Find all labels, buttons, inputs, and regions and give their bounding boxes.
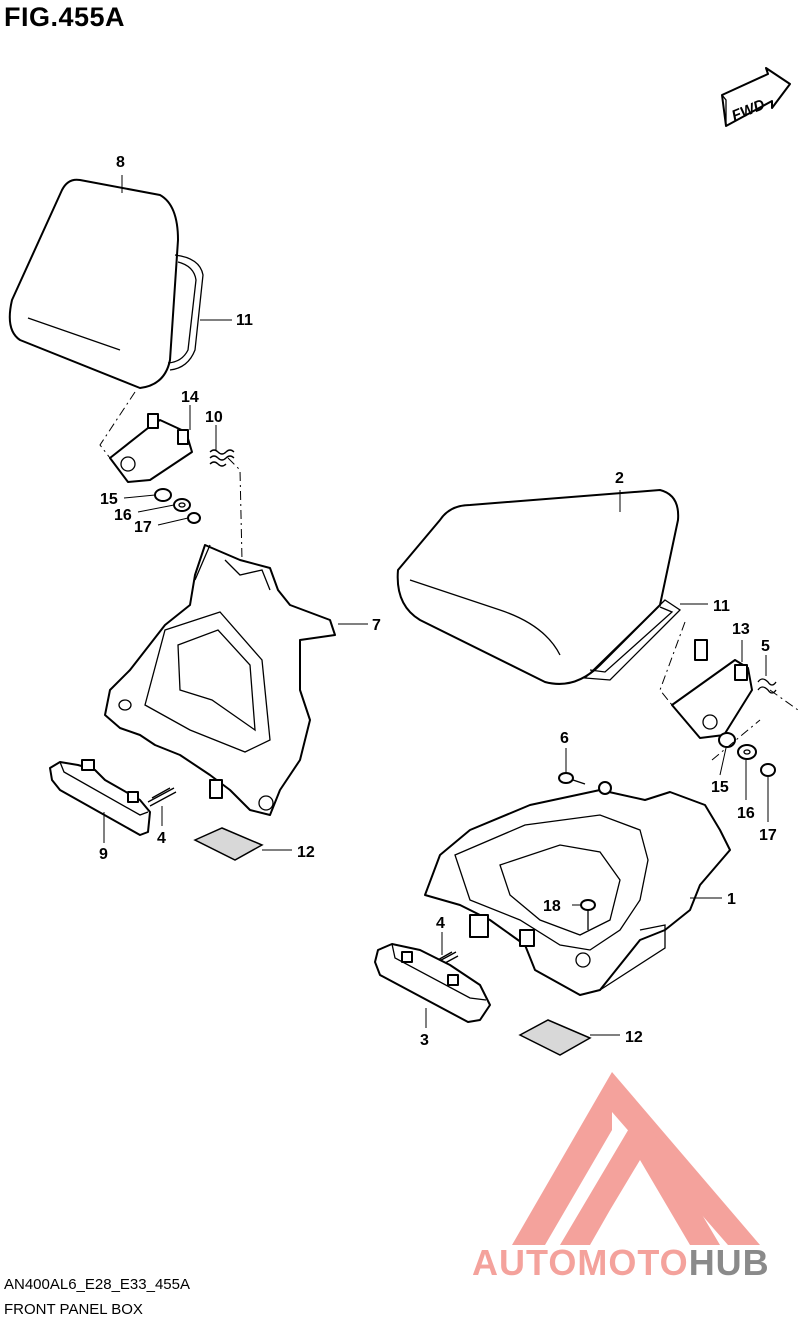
callout-12-left: 12 [297, 844, 315, 861]
watermark-moto-text: MOTO [577, 1242, 688, 1283]
callout-10: 10 [205, 409, 223, 426]
callout-7: 7 [372, 617, 381, 634]
callout-5: 5 [761, 638, 770, 655]
part-3-right-latch [374, 943, 491, 1028]
part-1-right-box [424, 789, 731, 996]
watermark-logo: AUTOMOTOHUB [472, 1072, 770, 1283]
callout-15-right: 15 [711, 779, 729, 796]
callout-6: 6 [560, 730, 569, 747]
callout-8: 8 [116, 154, 125, 171]
watermark-hub-text: HUB [689, 1242, 770, 1283]
callout-11-right: 11 [713, 598, 730, 615]
callout-11-left: 11 [236, 312, 253, 329]
part-2-right-lid [396, 489, 708, 685]
callout-17-left: 17 [134, 519, 152, 536]
forward-arrow-icon: FWD [721, 67, 791, 127]
svg-text:AUTOMOTOHUB: AUTOMOTOHUB [472, 1242, 770, 1283]
figure-title: FIG.455A [4, 2, 126, 32]
callout-1: 1 [727, 891, 736, 908]
left-washers [123, 488, 201, 526]
callout-2: 2 [615, 470, 624, 487]
part-5-spring [757, 655, 799, 711]
callout-4-right: 4 [436, 915, 445, 932]
part-4-left-spring [147, 787, 177, 826]
part-9-left-latch [49, 759, 151, 843]
callout-12-right: 12 [625, 1029, 643, 1046]
callout-4-left: 4 [157, 830, 166, 847]
figure-caption: FRONT PANEL BOX [4, 1301, 143, 1318]
figure-code: AN400AL6_E28_E33_455A [4, 1276, 190, 1293]
callout-17-right: 17 [759, 827, 777, 844]
part-12-right-pad [518, 1019, 620, 1056]
part-12-left-pad [193, 827, 292, 861]
callout-15-left: 15 [100, 491, 118, 508]
callout-labels: 8 11 14 10 15 16 17 7 9 4 12 2 11 13 5 6… [99, 154, 777, 1049]
callout-3: 3 [420, 1032, 429, 1049]
watermark-auto-text: AUTO [472, 1242, 577, 1283]
callout-16-right: 16 [737, 805, 755, 822]
callout-9: 9 [99, 846, 108, 863]
part-7-left-box [104, 544, 368, 816]
right-washers [711, 719, 776, 822]
callout-18: 18 [543, 898, 561, 915]
callout-16-left: 16 [114, 507, 132, 524]
part-18-screw [572, 899, 596, 930]
part-10-spring [209, 425, 243, 561]
part-13-right-hinge [659, 621, 753, 739]
part-8-left-lid [8, 175, 232, 389]
part-14-left-hinge [99, 391, 193, 483]
callout-14: 14 [181, 389, 199, 406]
part-6-screw [558, 748, 612, 795]
callout-13: 13 [732, 621, 750, 638]
